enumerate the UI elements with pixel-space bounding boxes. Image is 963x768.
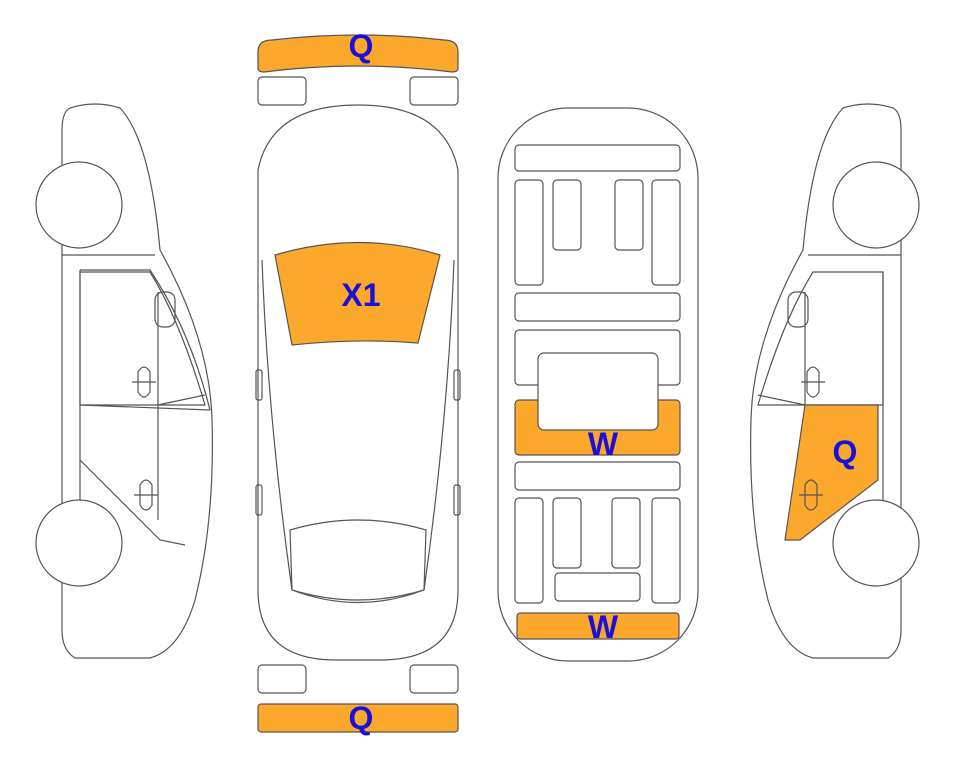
right-front-handle <box>801 366 825 398</box>
top-view-rear-window <box>289 519 427 601</box>
left-side-mirror <box>154 291 176 328</box>
left-rear-wheel <box>35 499 123 587</box>
floor-middle-code: W <box>588 426 619 462</box>
left-side-roofline <box>62 254 211 500</box>
top-view-right-rear-mirror <box>453 484 461 516</box>
right-rear-wheel <box>832 499 920 587</box>
floor-center-box <box>537 352 659 431</box>
right-side-view: Q <box>750 103 920 659</box>
floor-bar-2 <box>514 292 681 322</box>
right-front-wheel <box>832 161 920 249</box>
floor-seat-2 <box>552 179 582 251</box>
right-side-window <box>757 271 884 406</box>
front-bumper-code: Q <box>349 28 374 64</box>
left-side-door-line <box>79 292 206 546</box>
left-side-view <box>35 103 213 659</box>
right-side-roofline <box>757 254 901 520</box>
top-view-right-mirror <box>453 369 461 401</box>
rear-bumper-code: Q <box>349 700 374 736</box>
floor-seat-5 <box>514 497 544 604</box>
left-front-wheel <box>35 161 123 249</box>
right-rear-handle <box>799 479 823 511</box>
floor-seat-1 <box>514 179 544 286</box>
left-front-handle <box>132 366 156 398</box>
floor-seat-6 <box>552 497 582 569</box>
top-view-body <box>257 104 459 661</box>
top-view-left-rear-mirror <box>255 484 263 516</box>
floor-top-bar <box>514 144 681 172</box>
front-left-light <box>257 76 307 106</box>
right-rear-door-panel <box>784 404 879 541</box>
top-view-cabin <box>261 259 455 604</box>
rear-bumper-panel <box>257 703 459 733</box>
left-side-window <box>79 271 206 406</box>
top-view: Q X1 Q <box>255 28 461 736</box>
right-side-mirror <box>787 291 809 328</box>
floor-view: W W <box>497 107 699 662</box>
floor-seat-4 <box>651 179 681 286</box>
front-right-light <box>409 76 459 106</box>
rear-right-light <box>409 664 459 694</box>
top-view-left-mirror <box>255 369 263 401</box>
left-rear-handle <box>134 479 158 511</box>
floor-rear-code: W <box>588 609 619 645</box>
windshield-panel <box>274 241 441 346</box>
windshield-code: X1 <box>341 277 380 313</box>
floor-rear-panel <box>516 612 680 640</box>
floor-bar-3 <box>514 461 681 491</box>
floor-seat-7 <box>611 497 641 569</box>
front-bumper-panel <box>257 34 459 73</box>
right-rear-door-code: Q <box>833 434 858 470</box>
floor-seat-8 <box>651 497 681 604</box>
floor-bar-4 <box>554 572 641 602</box>
floor-seat-3 <box>614 179 644 251</box>
rear-left-light <box>257 664 307 694</box>
